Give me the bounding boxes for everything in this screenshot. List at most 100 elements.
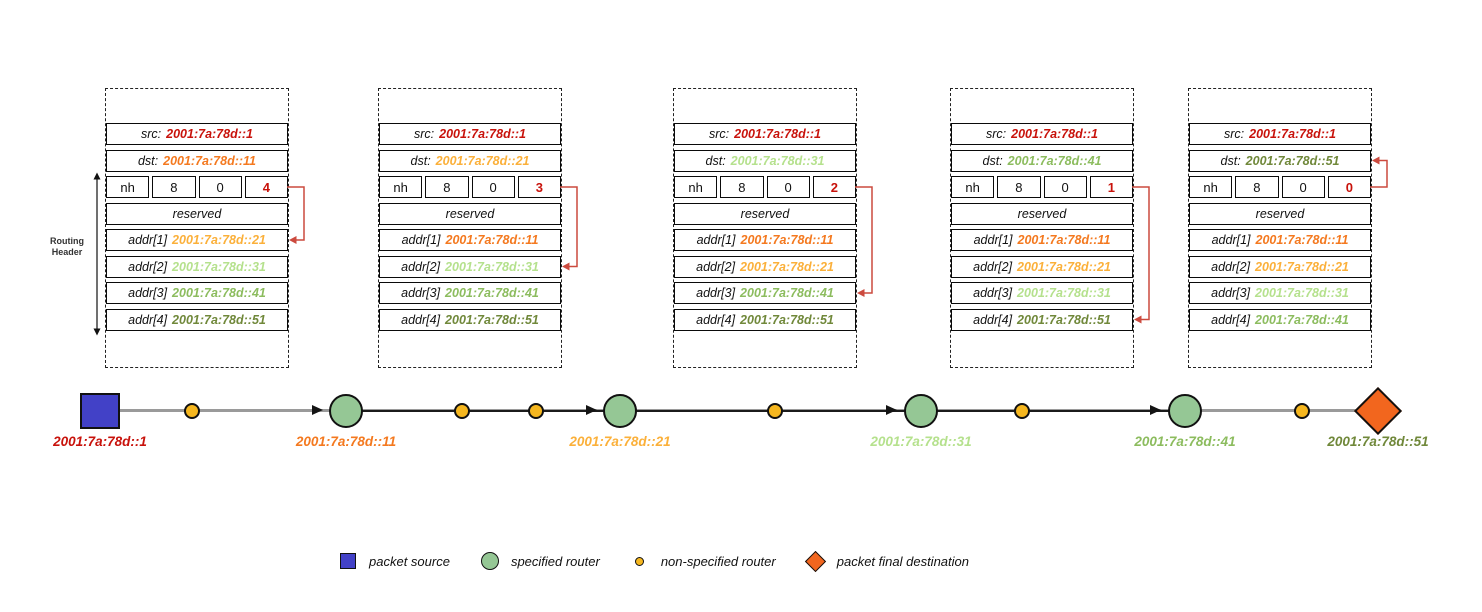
non-specified-router-node	[767, 403, 783, 419]
addr4-label: addr[4]	[696, 312, 736, 327]
dst-label: dst:	[982, 153, 1003, 168]
addr4-value: 2001:7a:78d::51	[445, 312, 539, 327]
legend-item-packet-source: packet source	[336, 549, 450, 573]
addr1-value: 2001:7a:78d::21	[172, 233, 266, 247]
header-rows: src: 2001:7a:78d::1 dst: 2001:7a:78d::21…	[379, 123, 561, 331]
addr3-label: addr[3]	[696, 286, 736, 300]
hdr-ext-len-field: 8	[1235, 176, 1279, 198]
addr4-label: addr[4]	[1211, 312, 1251, 327]
packet-dashed-outline	[378, 88, 562, 368]
dst-value: 2001:7a:78d::41	[1007, 153, 1102, 168]
path-arrowhead-icon	[886, 405, 897, 415]
segments-left-field: 0	[1327, 176, 1371, 198]
packet-dashed-outline	[1188, 88, 1372, 368]
addr4-value: 2001:7a:78d::51	[1017, 312, 1111, 327]
next-header-row: nh 8 0 1	[951, 176, 1133, 198]
addr4-row: addr[4] 2001:7a:78d::51	[674, 308, 856, 331]
addr2-label: addr[2]	[401, 259, 441, 274]
next-header-row: nh 8 0 0	[1189, 176, 1371, 198]
addr2-row: addr[2] 2001:7a:78d::21	[674, 255, 856, 278]
path-line-segment	[346, 410, 1185, 412]
addr1-label: addr[1]	[128, 233, 168, 247]
src-label: src:	[709, 127, 730, 141]
addr3-row: addr[3] 2001:7a:78d::31	[1189, 282, 1371, 304]
routing-header-span-arrow	[93, 172, 101, 336]
routing-type-field: 0	[198, 176, 242, 198]
next-header-row: nh 8 0 2	[674, 176, 856, 198]
addr3-row: addr[3] 2001:7a:78d::41	[674, 282, 856, 304]
packet-header-table-2: src: 2001:7a:78d::1 dst: 2001:7a:78d::21…	[378, 88, 578, 368]
segments-left-pointer-arrow	[1370, 156, 1388, 188]
src-label: src:	[414, 127, 435, 141]
addr1-value: 2001:7a:78d::11	[1017, 233, 1111, 247]
packet-final-destination-node	[1353, 386, 1403, 436]
segments-left-field: 4	[244, 176, 288, 198]
addr2-label: addr[2]	[1211, 259, 1251, 274]
path-arrowhead-icon	[1150, 405, 1161, 415]
dst-value: 2001:7a:78d::11	[163, 153, 257, 168]
addr1-row: addr[1] 2001:7a:78d::11	[951, 229, 1133, 251]
addr2-value: 2001:7a:78d::21	[740, 259, 834, 274]
src-row: src: 2001:7a:78d::1	[379, 123, 561, 145]
src-label: src:	[986, 127, 1007, 141]
addr4-row: addr[4] 2001:7a:78d::51	[106, 308, 288, 331]
legend-label: non-specified router	[660, 553, 776, 569]
nh-field: nh	[106, 176, 150, 198]
addr2-label: addr[2]	[973, 259, 1013, 274]
addr1-value: 2001:7a:78d::11	[445, 233, 539, 247]
addr3-value: 2001:7a:78d::31	[1255, 286, 1349, 300]
packet-source-icon	[340, 553, 356, 569]
addr2-label: addr[2]	[696, 259, 736, 274]
addr4-label: addr[4]	[973, 312, 1013, 327]
packet-header-table-4: src: 2001:7a:78d::1 dst: 2001:7a:78d::41…	[950, 88, 1150, 368]
segments-left-field: 2	[812, 176, 856, 198]
addr1-label: addr[1]	[401, 233, 441, 247]
specified-router-node-3	[904, 394, 938, 428]
addr3-label: addr[3]	[128, 286, 168, 300]
dst-value: 2001:7a:78d::31	[730, 153, 825, 168]
packet-header-table-3: src: 2001:7a:78d::1 dst: 2001:7a:78d::31…	[673, 88, 873, 368]
reserved-row: reserved	[951, 202, 1133, 225]
addr2-row: addr[2] 2001:7a:78d::21	[1189, 255, 1371, 278]
addr4-value: 2001:7a:78d::51	[740, 312, 834, 327]
addr3-value: 2001:7a:78d::31	[1017, 286, 1111, 300]
segments-left-pointer-arrow	[560, 186, 578, 271]
path-arrowhead-icon	[312, 405, 323, 415]
specified-router-icon	[480, 552, 499, 570]
packet-final-destination-icon	[805, 550, 827, 572]
src-value: 2001:7a:78d::1	[1011, 127, 1098, 141]
addr3-label: addr[3]	[401, 286, 441, 300]
segments-left-field: 1	[1089, 176, 1133, 198]
specified-router-node-1	[329, 394, 363, 428]
non-specified-router-icon	[635, 556, 645, 566]
routing-type-field: 0	[1043, 176, 1087, 198]
addr2-value: 2001:7a:78d::31	[445, 259, 539, 274]
non-specified-router-node	[454, 403, 470, 419]
non-specified-router-node	[1294, 403, 1310, 419]
addr2-label: addr[2]	[128, 259, 168, 274]
routing-type-field: 0	[471, 176, 515, 198]
nh-field: nh	[674, 176, 718, 198]
header-rows: src: 2001:7a:78d::1 dst: 2001:7a:78d::11…	[106, 123, 288, 331]
reserved-row: reserved	[106, 202, 288, 225]
reserved-row: reserved	[1189, 202, 1371, 225]
source-address-label: 2001:7a:78d::1	[53, 434, 147, 449]
addr2-value: 2001:7a:78d::21	[1255, 259, 1349, 274]
dst-row: dst: 2001:7a:78d::11	[106, 149, 288, 172]
router-address-label-3: 2001:7a:78d::31	[870, 434, 972, 449]
nh-field: nh	[1189, 176, 1233, 198]
packet-header-table-1: src: 2001:7a:78d::1 dst: 2001:7a:78d::11…	[105, 88, 305, 368]
dst-row: dst: 2001:7a:78d::51	[1189, 149, 1371, 172]
packet-dashed-outline	[105, 88, 289, 368]
addr4-row: addr[4] 2001:7a:78d::51	[951, 308, 1133, 331]
src-label: src:	[1224, 127, 1245, 141]
addr4-label: addr[4]	[128, 312, 168, 327]
addr4-row: addr[4] 2001:7a:78d::51	[379, 308, 561, 331]
next-header-row: nh 8 0 3	[379, 176, 561, 198]
addr1-label: addr[1]	[973, 233, 1013, 247]
segments-left-pointer-arrow	[1132, 186, 1150, 324]
legend-label: specified router	[510, 553, 600, 569]
addr1-row: addr[1] 2001:7a:78d::11	[674, 229, 856, 251]
segments-left-pointer-arrow	[855, 186, 873, 297]
